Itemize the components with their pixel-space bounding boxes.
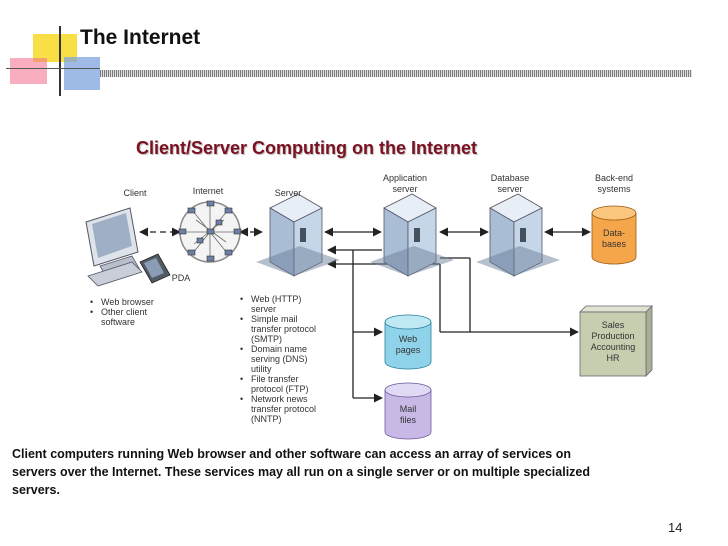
internet-label: Internet [192,186,224,196]
databases-cylinder-icon [591,205,637,265]
corner-decoration-blue [64,57,100,90]
database-server-icon [476,193,560,277]
list-item: Network news [240,394,316,404]
list-item: File transfer [240,374,316,384]
backend-apps-box-icon [579,305,653,377]
back-end-systems-label: Back-end systems [594,173,634,194]
application-server-icon [370,193,454,277]
list-item: transfer protocol [251,404,317,414]
corner-decoration-line [59,26,61,96]
list-item: software [101,317,136,327]
database-server-label: Database server [490,173,530,194]
client-label: Client [123,188,147,198]
internet-globe-icon [178,200,242,263]
server-label: Server [274,188,302,198]
list-item: (NNTP) [251,414,282,424]
mailfiles-cylinder-icon [384,382,432,440]
client-bullet-list: Web browser Other client software [90,297,154,327]
databases-label: Data- bases [601,228,627,249]
diagram-title: Client/Server Computing on the Internet [136,138,478,158]
list-item: server [251,304,277,314]
client-computer-icon [85,207,143,287]
page-number: 14 [668,520,683,535]
corner-decoration-pink [10,58,47,84]
list-item: protocol (FTP) [251,384,309,394]
list-item: Simple mail [240,314,316,324]
list-item: serving (DNS) [251,354,308,364]
webpages-cylinder-icon [384,314,432,370]
server-services-list: Web (HTTP) server Simple mail transfer p… [240,294,316,424]
pda-label: PDA [171,273,191,283]
list-item: (SMTP) [251,334,282,344]
web-pages-label: Web pages [395,334,421,355]
list-item: utility [251,364,272,374]
header-rule [100,70,692,77]
list-item: Other client [90,307,154,317]
application-server-label: Application server [382,173,428,194]
list-item: transfer protocol [251,324,317,334]
list-item: Web (HTTP) [240,294,316,304]
caption-text: Client computers running Web browser and… [12,447,591,497]
server-tower-icon [256,193,340,277]
list-item: Domain name [240,344,316,354]
slide-title: The Internet [80,26,201,49]
corner-decoration-hline [6,68,100,69]
pda-icon [139,253,171,284]
mail-files-label: Mail files [399,404,417,425]
list-item: Web browser [90,297,154,307]
backend-apps-label: Sales Production Accounting HR [590,320,636,363]
